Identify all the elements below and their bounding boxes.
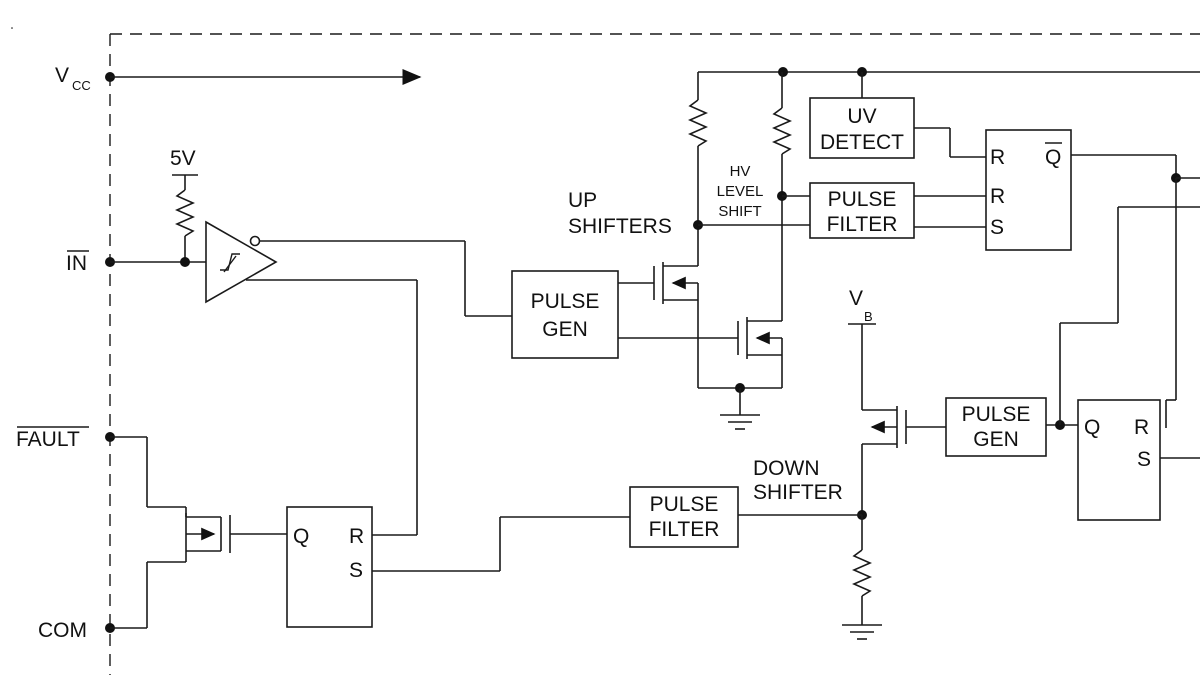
svg-text:PULSE: PULSE (650, 493, 719, 516)
down-shifter-resistor (852, 549, 872, 597)
svg-text:B: B (864, 309, 873, 324)
svg-text:S: S (1137, 448, 1151, 471)
pulse-filter-bottom: PULSE FILTER (372, 486, 739, 572)
fault-pin: FAULT (16, 426, 115, 451)
uv-detect: UV DETECT (809, 97, 986, 159)
stray-mark (11, 27, 13, 29)
svg-text:SHIFTER: SHIFTER (753, 481, 843, 504)
level-shift-mosfets (618, 154, 783, 430)
svg-text:LEVEL: LEVEL (717, 183, 764, 200)
schmitt-buffer-triangle (205, 220, 278, 304)
fault-label: FAULT (16, 428, 80, 451)
svg-text:R: R (349, 525, 364, 548)
svg-text:HV: HV (730, 163, 751, 180)
svg-text:UP: UP (568, 189, 597, 212)
svg-text:DETECT: DETECT (820, 131, 904, 154)
five-v-label: 5V (170, 147, 196, 170)
svg-text:PULSE: PULSE (531, 290, 600, 313)
svg-text:FILTER: FILTER (827, 213, 898, 236)
svg-text:R: R (1134, 416, 1149, 439)
svg-text:FILTER: FILTER (649, 518, 720, 541)
svg-text:Q: Q (1084, 416, 1100, 439)
svg-text:Q: Q (1045, 146, 1061, 169)
svg-text:PULSE: PULSE (962, 403, 1031, 426)
svg-text:GEN: GEN (973, 428, 1019, 451)
svg-text:R: R (990, 185, 1005, 208)
hv-level-shift-label: HV LEVEL SHIFT (717, 163, 764, 220)
svg-text:SHIFTERS: SHIFTERS (568, 215, 672, 238)
pulse-gen-left: PULSE GEN (511, 270, 619, 359)
fault-mosfet (110, 436, 287, 629)
vcc-subscript: CC (72, 78, 91, 93)
pullup-resistor (175, 189, 195, 237)
fault-latch: Q R S (286, 506, 373, 628)
right-latch: Q R S (1077, 399, 1200, 521)
pulse-gen-right: PULSE GEN (945, 206, 1200, 457)
svg-text:S: S (990, 216, 1004, 239)
svg-text:PULSE: PULSE (828, 188, 897, 211)
svg-text:UV: UV (847, 105, 876, 128)
svg-text:S: S (349, 559, 363, 582)
package-boundary (109, 33, 1200, 675)
com-pin: COM (38, 619, 115, 642)
svg-text:SHIFT: SHIFT (718, 203, 761, 220)
in-label: IN (66, 252, 87, 275)
top-latch: R R S Q (985, 129, 1200, 428)
up-shifters-label: UP SHIFTERS (568, 189, 672, 238)
pulse-filter-top: PULSE FILTER (809, 182, 986, 239)
com-label: COM (38, 619, 87, 642)
up-shifter-resistor-1 (688, 99, 708, 147)
vcc-pin: V CC (55, 64, 422, 93)
svg-text:GEN: GEN (542, 318, 588, 341)
svg-text:V: V (849, 287, 863, 310)
input-buffer: 5V (110, 147, 512, 536)
svg-text:DOWN: DOWN (753, 457, 820, 480)
hv-rail (688, 67, 1200, 230)
svg-text:Q: Q (293, 525, 309, 548)
in-pin: IN (66, 250, 115, 275)
up-shifter-resistor-2 (772, 107, 792, 155)
vcc-label: V (55, 64, 69, 87)
inverting-bubble (249, 235, 261, 247)
schmitt-symbol (220, 253, 240, 271)
down-shifter: V B DOWN SHIFTER (738, 287, 946, 640)
svg-text:R: R (990, 146, 1005, 169)
